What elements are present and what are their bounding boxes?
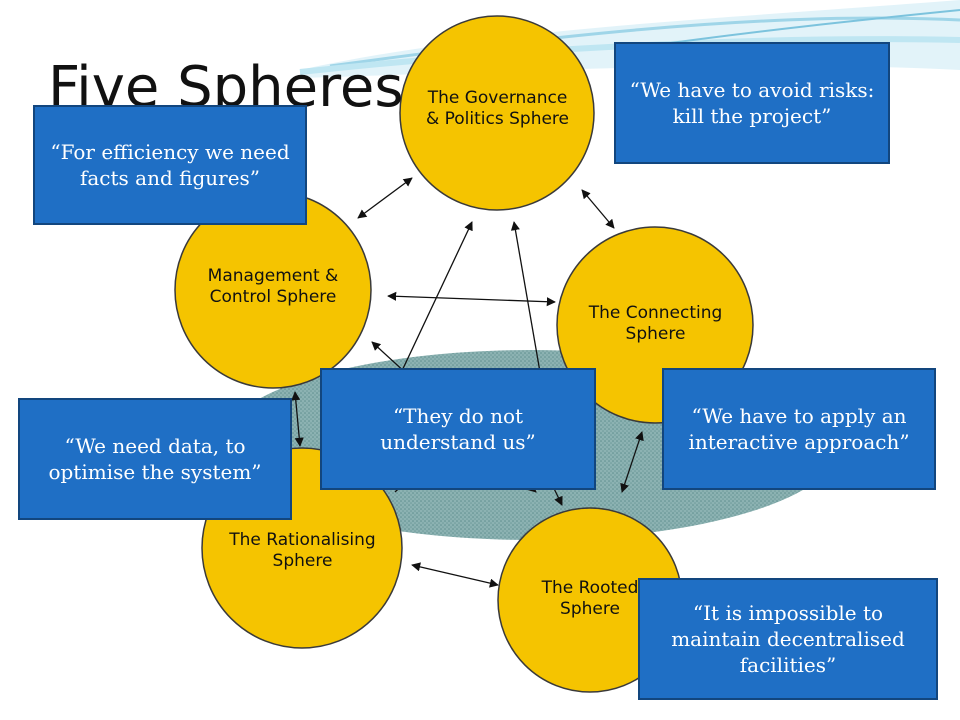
quote-box-efficiency: “For efficiency we need facts and figure…: [33, 105, 307, 225]
sphere-label-rationalising: The Rationalising Sphere: [229, 530, 376, 571]
sphere-label-connecting: The Connecting Sphere: [588, 303, 723, 344]
sphere-governance: [399, 15, 595, 211]
quote-box-avoid-risks: “We have to avoid risks: kill the projec…: [614, 42, 890, 164]
sphere-label-governance: The Governance & Politics Sphere: [425, 88, 570, 129]
quote-box-interactive: “We have to apply an interactive approac…: [662, 368, 936, 490]
sphere-label-management: Management & Control Sphere: [207, 266, 339, 307]
quote-box-decentralised: “It is impossible to maintain decentrali…: [638, 578, 938, 700]
quote-box-optimise: “We need data, to optimise the system”: [18, 398, 292, 520]
quote-box-not-understand: “They do not understand us”: [320, 368, 596, 490]
sphere-label-rooted: The Rooted Sphere: [541, 578, 639, 619]
